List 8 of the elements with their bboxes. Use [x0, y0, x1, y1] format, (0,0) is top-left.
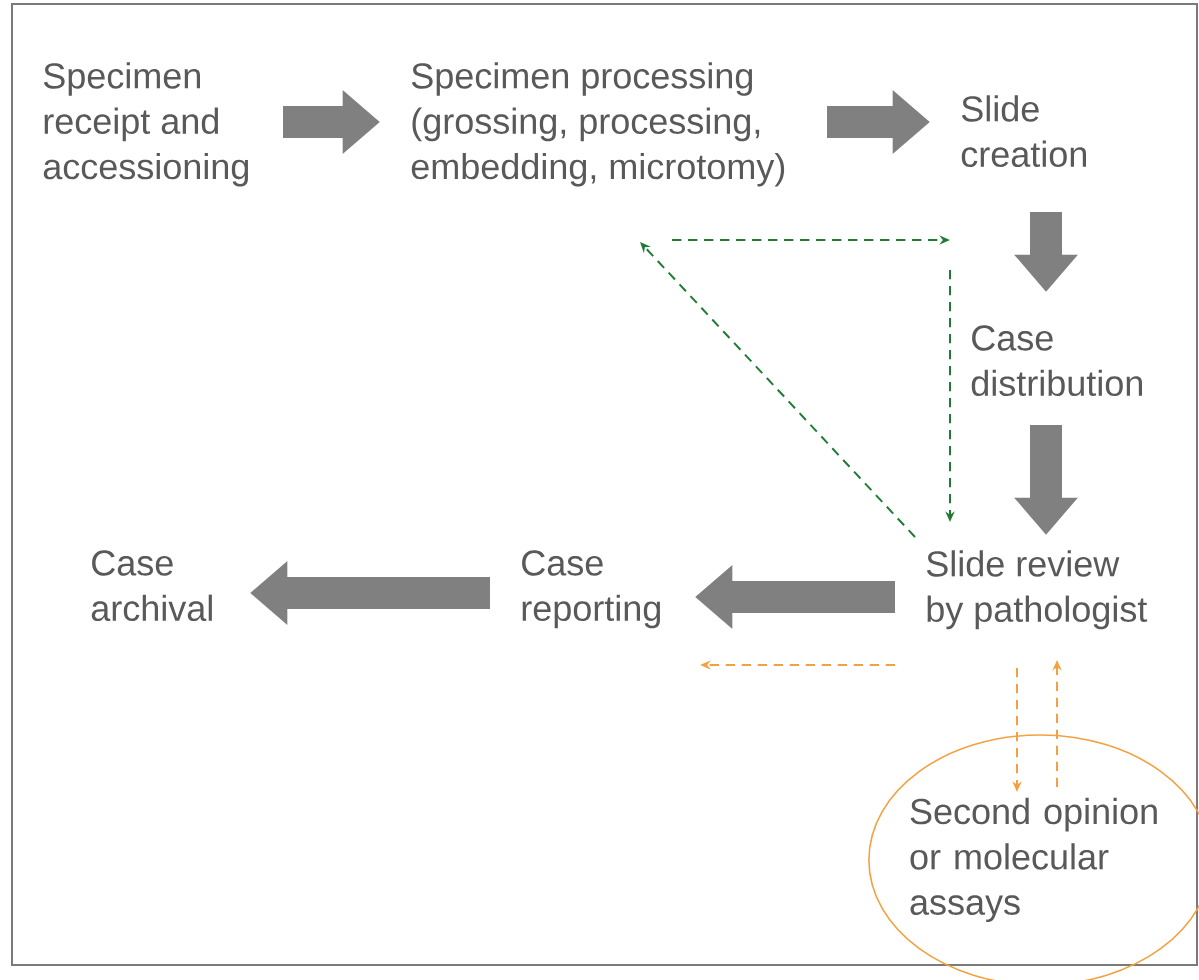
step-label: Case distribution: [971, 325, 1142, 397]
step-label: Specimen processing (grossing, processing, embedding, microtomy): [411, 62, 785, 187]
step-label: Case reporting: [522, 550, 660, 629]
step-label: Slide creation: [961, 95, 1086, 168]
step-label: Specimen receipt and accessioning: [43, 62, 249, 187]
step-label: Slide review by pathologist: [926, 550, 1148, 630]
step-label: Case archival: [91, 550, 212, 622]
dashed-arrow: [640, 242, 916, 538]
